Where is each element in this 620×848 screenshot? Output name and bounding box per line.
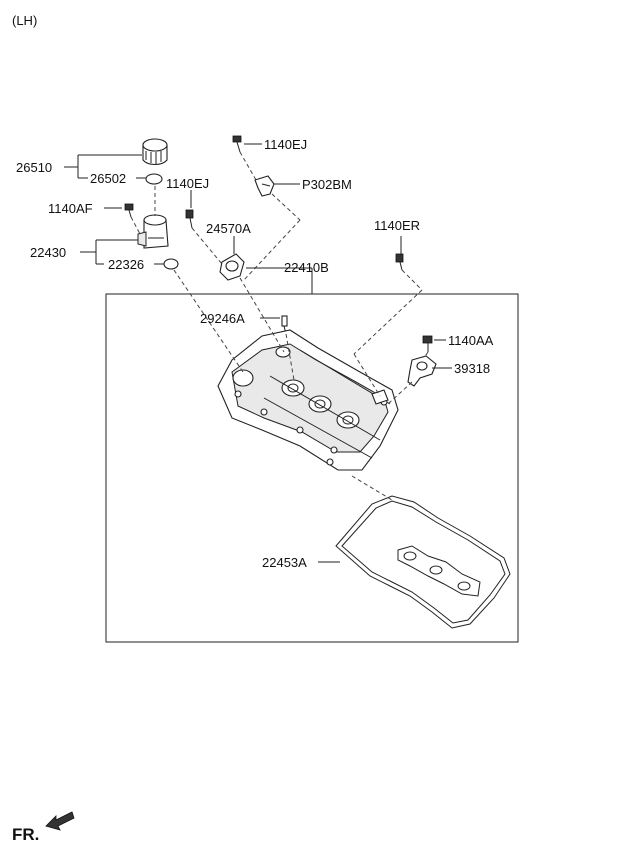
callout-39318: 39318	[454, 361, 490, 376]
callout-22410b: 22410B	[284, 260, 329, 275]
cap-seal-ring	[145, 173, 163, 185]
cam-position-sensor	[407, 355, 437, 387]
callout-1140er: 1140ER	[374, 218, 420, 233]
bolt-1140ej-left	[185, 209, 194, 229]
rocker-cover-22410b	[217, 329, 399, 471]
relation-lines	[130, 151, 429, 501]
callout-22430: 22430	[30, 245, 66, 260]
bolt-1140er	[395, 253, 404, 271]
front-arrow-icon	[45, 811, 75, 831]
oil-filler-cap	[142, 138, 168, 166]
callout-26502: 26502	[90, 171, 126, 186]
callout-22453a: 22453A	[262, 555, 307, 570]
bolt-1140af	[124, 203, 134, 218]
pcv-valve-24570a	[219, 253, 245, 281]
front-direction-label: FR.	[12, 825, 39, 844]
rocker-cover-gasket	[335, 495, 511, 629]
bolt-1140ej-top	[232, 135, 242, 153]
callout-p302bm: P302BM	[302, 177, 352, 192]
callout-1140ej-top: 1140EJ	[264, 137, 307, 152]
callout-1140ej-mid: 1140EJ	[166, 176, 209, 191]
callout-29246a: 29246A	[200, 311, 245, 326]
side-label: (LH)	[12, 13, 37, 28]
callout-26510: 26510	[16, 160, 52, 175]
bracket-p302bm	[254, 175, 275, 197]
callout-24570a: 24570A	[206, 221, 251, 236]
oil-filler-neck	[137, 214, 169, 249]
callout-22326: 22326	[108, 257, 144, 272]
leader-lines	[64, 143, 452, 563]
callout-1140aa: 1140AA	[448, 333, 494, 348]
filler-neck-oring	[163, 258, 179, 270]
bolt-1140aa	[422, 335, 433, 352]
callout-1140af: 1140AF	[48, 201, 93, 216]
